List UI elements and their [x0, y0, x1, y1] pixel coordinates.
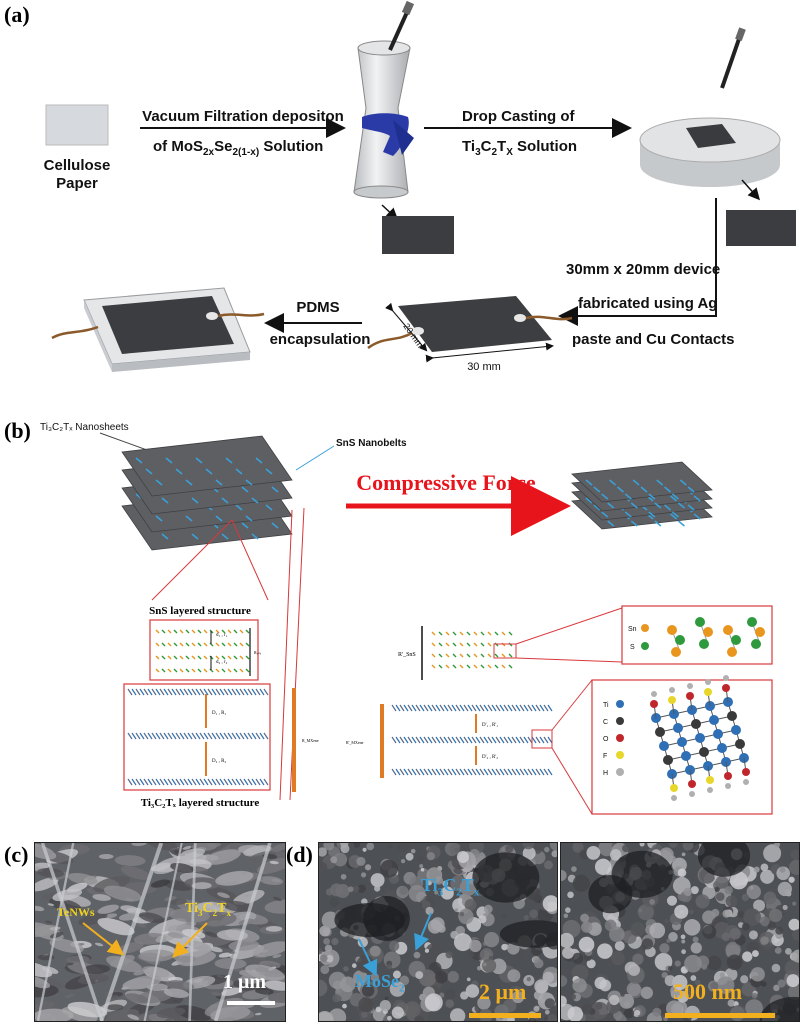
- step2-label-2: Ti3C2TX Solution: [462, 138, 577, 158]
- zoom-line-2: [231, 519, 269, 601]
- pdms-label-2: encapsulation: [270, 331, 371, 348]
- mxene-legend-label-c: C: [603, 719, 608, 726]
- sem-d1-texture: [319, 843, 557, 1021]
- panel-label-b: (b): [4, 418, 31, 443]
- sns-zoom-box: [493, 643, 517, 659]
- cellulose-label-2: Paper: [56, 175, 98, 192]
- casting-disc-icon: [639, 117, 781, 187]
- dim-30-label: 30 mm: [467, 361, 501, 373]
- pointer-1: [381, 204, 399, 221]
- sem-c-ti3c2tx-label: Ti3C2Tx: [185, 901, 231, 918]
- sns-structure-title: SnS layered structure: [149, 605, 251, 617]
- panel-label-d: (d): [286, 842, 313, 867]
- pointer-2: [741, 179, 760, 201]
- nanosheets-pointer: [99, 432, 159, 455]
- mxene-zoom-line-1: [551, 679, 593, 731]
- sns-atom-model: [667, 617, 765, 657]
- sns-zoom-line-2: [515, 657, 623, 663]
- sem-image-d1: Ti3C2Tx MoSe2 2 μm: [318, 842, 558, 1022]
- D2R2-label: D₂ , R₂: [212, 759, 226, 764]
- mxene-atom-legend: TiC O F H: [603, 700, 624, 777]
- nanobelts-label: SnS Nanobelts: [336, 438, 407, 449]
- d2r2-label: d₂ , r₂: [216, 660, 228, 665]
- mxene-legend-icon-h: [616, 768, 624, 776]
- film-sample-2: [726, 210, 796, 246]
- zoom-line-1: [151, 519, 233, 601]
- sem-d-ti3c2tx-label: Ti3C2Tx: [421, 875, 480, 899]
- step1-label-1: Vacuum Filtration depositon: [142, 108, 344, 125]
- sem-d2-annotations: [665, 1013, 775, 1018]
- mxene-atom-inset: [591, 679, 773, 815]
- mxene-legend-label-h: H: [603, 770, 608, 777]
- sn-legend-icon: [641, 624, 649, 632]
- mxene-legend-icon-o: [616, 734, 624, 742]
- sns-structure-box: [149, 619, 259, 681]
- scale-bar-d2-label: 500 nm: [673, 979, 743, 1004]
- s-legend-icon: [641, 642, 649, 650]
- tenws-label: TeNWs: [57, 905, 95, 919]
- s-legend-label: S: [630, 644, 635, 651]
- sem-d1-annotations: [358, 912, 541, 1018]
- mxene-compressed-pattern: [391, 704, 553, 776]
- mxene-legend-icon-f: [616, 751, 624, 759]
- D1R1-label: D₁ , R₁: [212, 711, 226, 716]
- mxene-legend-label-o: O: [603, 736, 609, 743]
- dropper-icon-1: [388, 0, 415, 51]
- compressive-force-label: Compressive Force: [356, 470, 536, 495]
- mxene-atom-model: [650, 675, 750, 801]
- sns-atom-inset: [621, 605, 773, 665]
- mxene-legend-label-f: F: [603, 753, 607, 760]
- step3-label-1: 30mm x 20mm device: [566, 261, 720, 278]
- D2R2p-label: D'₂ , R'₂: [482, 755, 498, 760]
- cellulose-label-1: Cellulose: [44, 157, 111, 174]
- mxene-structure-box: [123, 683, 271, 791]
- arrow-step3: [558, 198, 717, 326]
- sem-c-annotations: [82, 922, 275, 1005]
- mxene-legend-icon-ti: [616, 700, 624, 708]
- step3-label-2: fabricated using Ag: [578, 295, 717, 312]
- rsns2-label: R'_SnS: [398, 652, 416, 658]
- step1-label-2: of MoS2xSe2(1-x) Solution: [153, 138, 323, 158]
- mxene-zoom-line-2: [551, 747, 593, 815]
- panel-label-a: (a): [4, 2, 30, 27]
- pdms-label-1: PDMS: [296, 299, 339, 316]
- scale-bar-c-label: 1 μm: [223, 971, 266, 993]
- filtration-funnel-icon: [353, 40, 414, 199]
- rsns-label: Rₛₙₛ: [254, 650, 262, 655]
- film-sample-1: [382, 216, 454, 254]
- mxene-zoom-box: [531, 729, 553, 749]
- D1R1p-label: D'₁ , R'₁: [482, 723, 498, 728]
- sns-zoom-line-1: [515, 607, 623, 645]
- rmxene2-label: R'_MXene: [346, 740, 364, 745]
- nanosheets-label: Ti₃C₂Tₓ Nanosheets: [40, 422, 129, 433]
- cellulose-paper-icon: [45, 104, 109, 146]
- mxene-structure-title: Ti₃C₂Tₓ layered structure: [141, 797, 260, 809]
- rmxene-label: R_MXene: [302, 738, 319, 743]
- dropper-icon-2: [720, 27, 746, 89]
- scale-bar-d1-label: 2 μm: [479, 979, 527, 1004]
- panel-a-diagram: Cellulose Paper Vacuum Filtration deposi…: [44, 0, 796, 373]
- sn-legend-label: Sn: [628, 626, 637, 633]
- step2-label-1: Drop Casting of: [462, 108, 575, 125]
- mxene-layer-pattern: [127, 688, 269, 786]
- mxene-stack-uncompressed: [121, 435, 293, 551]
- sem-d2-texture: [561, 843, 799, 1021]
- sns-layer-pattern: [155, 629, 250, 673]
- zoom-line-3: [279, 509, 293, 801]
- d1r1-label: d₁ , r₁: [216, 633, 228, 638]
- encapsulated-device-icon: [51, 287, 265, 372]
- device-icon: [367, 296, 573, 363]
- panel-label-c: (c): [4, 842, 29, 867]
- mose2-label: MoSe2: [355, 971, 405, 995]
- sem-image-d2: 500 nm: [560, 842, 800, 1022]
- sem-image-c: TeNWs Ti3C2Tx 1 μm: [34, 842, 286, 1022]
- mxene-legend-label-ti: Ti: [603, 702, 609, 709]
- mxene-legend-icon-c: [616, 717, 624, 725]
- nanobelts-pointer: [295, 445, 335, 471]
- step3-label-3: paste and Cu Contacts: [572, 331, 735, 348]
- sns-compressed-pattern: [431, 631, 513, 669]
- mxene-stack-compressed: [571, 461, 713, 530]
- zoom-line-4: [289, 507, 305, 801]
